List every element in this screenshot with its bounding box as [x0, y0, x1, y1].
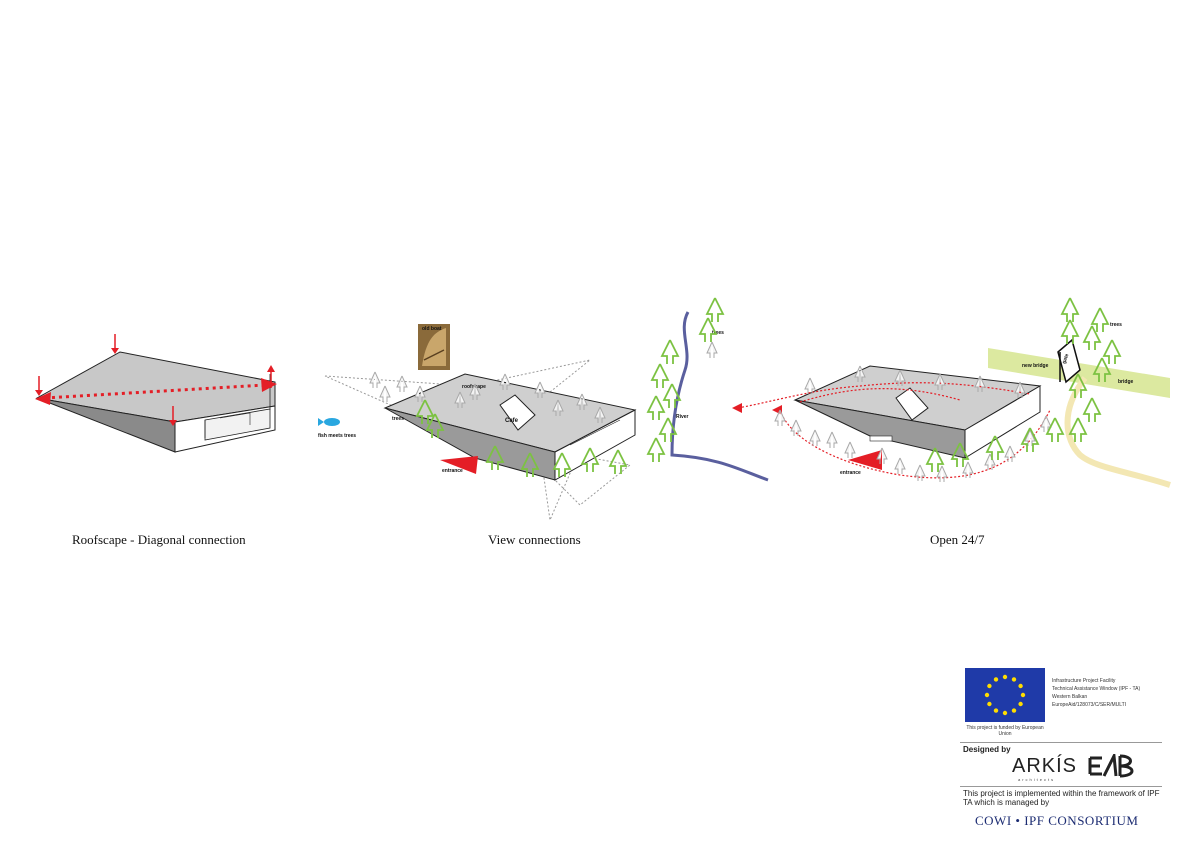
- label-entrance: entrance: [840, 470, 861, 476]
- ipf-line: Technical Assistance Window (IPF - TA): [1052, 686, 1141, 692]
- implemented-text: This project is implemented within the f…: [963, 789, 1160, 807]
- down-arrow-icon: [169, 420, 177, 426]
- diagonal-connection-line: [44, 383, 266, 400]
- ipf-line: Western Balkan: [1052, 694, 1088, 700]
- open-24-7-panel: bridge new bridge trees gate entrance: [720, 290, 1180, 520]
- label-fish-meets-trees: fish meets trees: [318, 433, 356, 439]
- caption-open-24-7: Open 24/7: [930, 532, 985, 547]
- label-river: River: [676, 414, 689, 420]
- eu-flag-icon: [965, 668, 1045, 722]
- arrow-left-icon: [35, 392, 51, 405]
- label-entrance: entrance: [442, 468, 463, 474]
- label-old-boat: old boat: [422, 326, 442, 332]
- label-gate: gate: [1061, 353, 1070, 365]
- eu-funded-text: This project is funded by European Union: [966, 725, 1044, 737]
- ipf-line: Infrastructure Project Facility: [1052, 678, 1116, 684]
- bridge-band: [988, 348, 1170, 398]
- label-new-bridge: new bridge: [1022, 363, 1049, 369]
- entrance-arrow-icon: [848, 450, 882, 470]
- view-connections-panel: old boat Cafe roofscape trees entrance f…: [300, 290, 780, 522]
- view-connections-diagram: old boat Cafe roofscape trees entrance f…: [318, 297, 769, 522]
- ipf-info: Infrastructure Project Facility Technica…: [1052, 677, 1140, 709]
- label-bridge: bridge: [1118, 379, 1133, 385]
- roofscape-panel: [25, 330, 295, 480]
- entrance-arrow-icon: [440, 456, 478, 474]
- down-arrow-icon: [111, 348, 119, 354]
- arrow-right-icon: [261, 378, 277, 392]
- divider: [960, 742, 1162, 743]
- roofscape-diagram: [35, 334, 277, 453]
- cafe-block: [895, 387, 929, 421]
- eu-stars: [984, 674, 1026, 716]
- label-trees: trees: [1110, 322, 1122, 328]
- eab-logo-icon: [1088, 754, 1134, 778]
- label-trees: trees: [392, 416, 404, 422]
- label-cafe: Cafe: [505, 418, 519, 424]
- divider: [960, 786, 1162, 787]
- path-yellow: [1064, 376, 1171, 488]
- facade-shadow: [36, 397, 176, 453]
- consortium-logo: COWI • IPF CONSORTIUM: [975, 813, 1139, 828]
- fish-icon: [324, 418, 340, 426]
- up-arrow-icon: [267, 365, 275, 372]
- building-front: [384, 407, 556, 481]
- river-line: [670, 311, 769, 482]
- arrow-left-icon: [732, 403, 742, 413]
- footer-credits: This project is funded by European Union…: [960, 665, 1170, 835]
- arkis-subtitle: architects: [1018, 777, 1056, 782]
- arkis-logo: ARKÍS: [1012, 755, 1078, 777]
- ipf-line: EuropeAid/128073/C/SER/MULTI: [1052, 702, 1127, 708]
- down-arrow-icon: [35, 390, 43, 396]
- designed-by-label: Designed by: [963, 745, 1011, 754]
- open-24-7-diagram: bridge new bridge trees gate entrance: [732, 297, 1171, 488]
- caption-roofscape: Roofscape - Diagonal connection: [72, 532, 246, 547]
- caption-view-connections: View connections: [488, 532, 581, 547]
- label-trees-river: trees: [712, 330, 724, 336]
- cafe-block: [499, 394, 536, 431]
- building-front: [794, 399, 966, 459]
